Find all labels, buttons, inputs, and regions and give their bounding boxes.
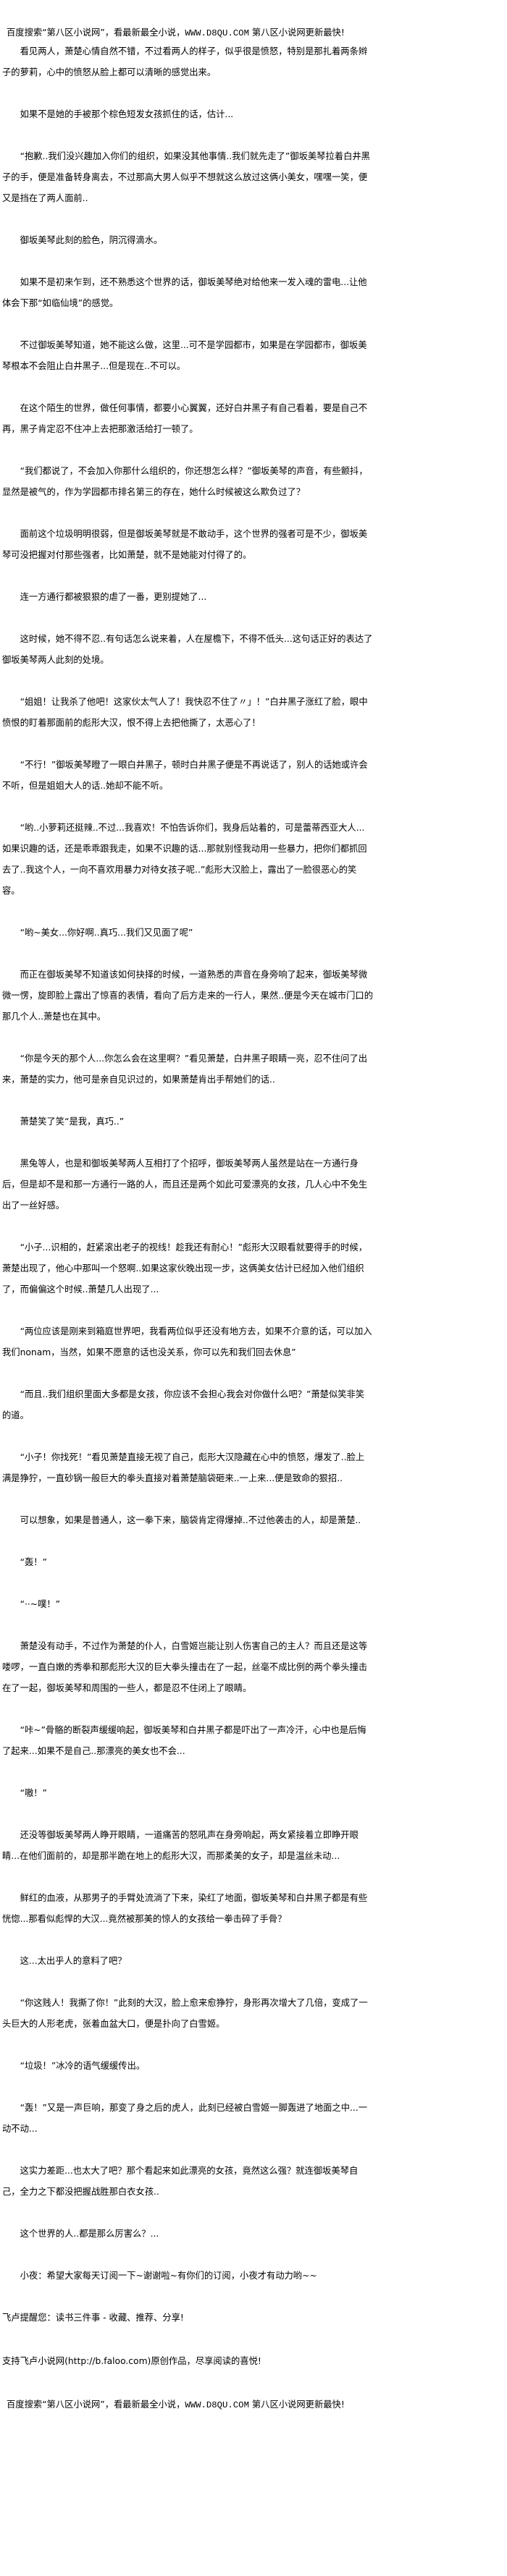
story-paragraph: “··~噗！” (20, 1599, 61, 1609)
story-paragraph: 而正在御坂美琴不知道该如何抉择的时候，一道熟悉的声音在身旁响了起来，御坂美琴微微… (2, 970, 373, 1022)
banner-text-right: 第八区小说网更新最快! (248, 2399, 345, 2410)
story-paragraph: “哟..小萝莉还挺辣..不过...我喜欢！不怕告诉你们，我身后站着的，可是蕾蒂西… (2, 823, 367, 896)
faloo-reminder: 飞卢提醒您：读书三件事 - 收藏、推荐、分享! (2, 2313, 184, 2323)
banner-url: WWW.D8QU.COM (185, 2400, 249, 2410)
story-paragraph: “不行！”御坂美琴瞪了一眼白井黑子，顿时白井黑子便是不再说话了，别人的话她或许会… (2, 760, 368, 791)
site-banner-bottom: 百度搜索“第八区小说网”，看最新最全小说，WWW.D8QU.COM 第八区小说网… (2, 2394, 373, 2416)
story-paragraph: “轰！” (20, 1557, 47, 1567)
banner-url: WWW.D8QU.COM (185, 28, 249, 38)
story-paragraph: “你是今天的那个人...你怎么会在这里啊？”看见萧楚，白井黑子眼睛一亮，忍不住问… (2, 1054, 368, 1085)
story-paragraph: 这个世界的人..都是那么厉害么？... (20, 2229, 159, 2239)
author-note: 小夜：希望大家每天订阅一下~谢谢啦~有你们的订阅，小夜才有动力哟~~ (20, 2271, 317, 2281)
story-paragraph: “抱歉..我们没兴趣加入你们的组织，如果没其他事情..我们就先走了”御坂美琴拉着… (2, 151, 370, 203)
faloo-support-note: 支持飞卢小说网(http://b.faloo.com)原创作品，尽享阅读的喜悦! (2, 2356, 261, 2366)
story-paragraph: 不过御坂美琴知道，她不能这么做，这里...可不是学园都市，如果是在学园都市，御坂… (2, 340, 367, 371)
banner-text-left: 百度搜索“第八区小说网”，看最新最全小说， (7, 27, 185, 38)
chapter-page: 百度搜索“第八区小说网”，看最新最全小说，WWW.D8QU.COM 第八区小说网… (2, 25, 373, 2416)
story-paragraph: 这时候，她不得不忍..有句话怎么说来着，人在屋檐下，不得不低头...这句话正好的… (2, 634, 373, 665)
chapter-body: 看见两人，萧楚心情自然不错，不过看两人的样子，似乎很是愤怒，特别是那扎着两条辫子… (2, 41, 373, 2287)
story-paragraph: 御坂美琴此刻的脸色，阴沉得滴水。 (20, 235, 163, 245)
story-paragraph: “小子！你找死！”看见萧楚直接无视了自己，彪形大汉隐藏在心中的愤怒，爆发了..脸… (2, 1452, 365, 1483)
story-paragraph: 鲜红的血液，从那男子的手臂处流淌了下来，染红了地面，御坂美琴和白井黑子都是有些恍… (2, 1893, 368, 1924)
story-paragraph: “咔~”骨骼的断裂声缓缓响起，御坂美琴和白井黑子都是吓出了一声冷汗，心中也是后悔… (2, 1725, 366, 1756)
story-paragraph: 还没等御坂美琴两人睁开眼睛，一道痛苦的怒吼声在身旁响起，两女紧接着立即睁开眼睛.… (2, 1830, 359, 1861)
story-paragraph: 这实力差距...也太大了吧？那个看起来如此漂亮的女孩，竟然这么强？就连御坂美琴自… (2, 2166, 359, 2197)
story-paragraph: 面前这个垃圾明明很弱，但是御坂美琴就是不敢动手，这个世界的强者可是不少，御坂美琴… (2, 529, 368, 560)
story-paragraph: 如果不是她的手被那个棕色短发女孩抓住的话，估计... (20, 109, 234, 119)
story-paragraph: “姐姐！让我杀了他吧！这家伙太气人了！我快忍不住了〃」！”白井黑子涨红了脸，眼中… (2, 697, 368, 728)
story-paragraph: “你这贱人！我撕了你！”此刻的大汉，脸上愈来愈狰狞，身形再次增大了几倍，变成了一… (2, 1998, 368, 2029)
banner-text-left: 百度搜索“第八区小说网”，看最新最全小说， (7, 2399, 185, 2410)
story-paragraph: “两位应该是刚来到箱庭世界吧，我看两位似乎还没有地方去，如果不介意的话，可以加入… (2, 1326, 372, 1357)
story-paragraph: “小子...识相的，赶紧滚出老子的视线！趁我还有耐心！”彪形大汉眼看就要得手的时… (2, 1242, 368, 1295)
story-paragraph: 萧楚没有动手，不过作为萧楚的仆人，白雪姬岂能让别人伤害自己的主人？而且还是这等喽… (2, 1641, 368, 1693)
story-paragraph: “轰！”又是一声巨响，那变了身之后的虎人，此刻已经被白雪姬一脚轰进了地面之中..… (2, 2103, 368, 2134)
story-paragraph: 萧楚笑了笑“是我，真巧..” (20, 1117, 125, 1127)
story-paragraph: “垃圾！”冰冷的语气缓缓传出。 (20, 2061, 146, 2071)
banner-text-right: 第八区小说网更新最快! (248, 27, 345, 38)
story-paragraph: 看见两人，萧楚心情自然不错，不过看两人的样子，似乎很是愤怒，特别是那扎着两条辫子… (2, 46, 368, 77)
story-paragraph: “嗷！” (20, 1788, 47, 1798)
story-paragraph: “而且..我们组织里面大多都是女孩，你应该不会担心我会对你做什么吧？”萧楚似笑非… (2, 1389, 365, 1420)
story-paragraph: “哟~美女...你好啊..真巧...我们又见面了呢” (20, 928, 193, 938)
story-paragraph: 在这个陌生的世界，做任何事情，都要小心翼翼，还好白井黑子有自己看着，要是自己不再… (2, 403, 368, 434)
story-paragraph: “我们都说了，不会加入你那什么组织的，你还想怎么样？”御坂美琴的声音，有些颤抖，… (2, 466, 368, 497)
story-paragraph: 连一方通行都被狠狠的虐了一番，更别提她了... (20, 592, 207, 602)
story-paragraph: 这...太出乎人的意料了吧？ (20, 1956, 127, 1966)
story-paragraph: 黑兔等人，也是和御坂美琴两人互相打了个招呼，御坂美琴两人虽然是站在一方通行身后，… (2, 1158, 368, 1211)
site-banner-top: 百度搜索“第八区小说网”，看最新最全小说，WWW.D8QU.COM 第八区小说网… (2, 25, 373, 41)
story-paragraph: 如果不是初来乍到，还不熟悉这个世界的话，御坂美琴绝对给他来一发入魂的雷电...让… (2, 277, 367, 308)
story-paragraph: 可以想象，如果是普通人，这一拳下来，脑袋肯定得爆掉..不过他袭击的人，却是萧楚.… (20, 1515, 361, 1525)
